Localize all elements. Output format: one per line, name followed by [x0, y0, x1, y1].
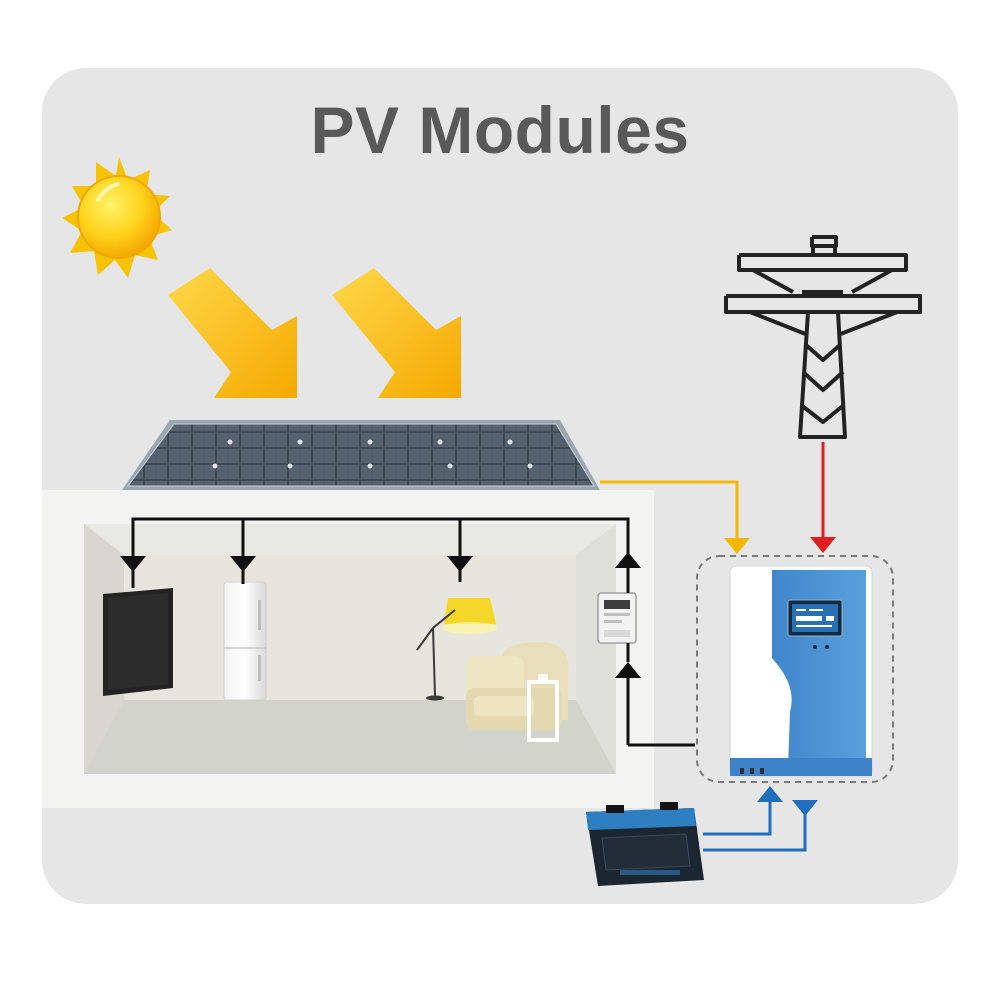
energy-meter-icon	[597, 592, 637, 644]
load-bus-lines	[131, 517, 695, 747]
load-arrow-icon	[120, 552, 641, 678]
battery-connection-line	[703, 800, 807, 852]
grid-connection-line	[810, 442, 836, 553]
refrigerator-icon	[223, 581, 267, 701]
floor-lamp-icon	[416, 598, 498, 701]
sofa-icon	[466, 641, 569, 742]
sunlight-arrow-icon	[168, 268, 297, 398]
tv-icon	[103, 588, 173, 696]
sun-icon	[62, 157, 172, 278]
sunlight-arrow-icon	[332, 268, 461, 398]
pv-panel	[122, 420, 600, 490]
battery-icon	[586, 802, 704, 886]
pv-connection-line	[600, 480, 750, 554]
inverter-icon	[729, 565, 873, 777]
power-tower-icon	[724, 235, 922, 439]
diagram-title: PV Modules	[310, 93, 690, 167]
battery-arrow-icon	[757, 786, 818, 816]
inverter-frame	[696, 555, 894, 783]
